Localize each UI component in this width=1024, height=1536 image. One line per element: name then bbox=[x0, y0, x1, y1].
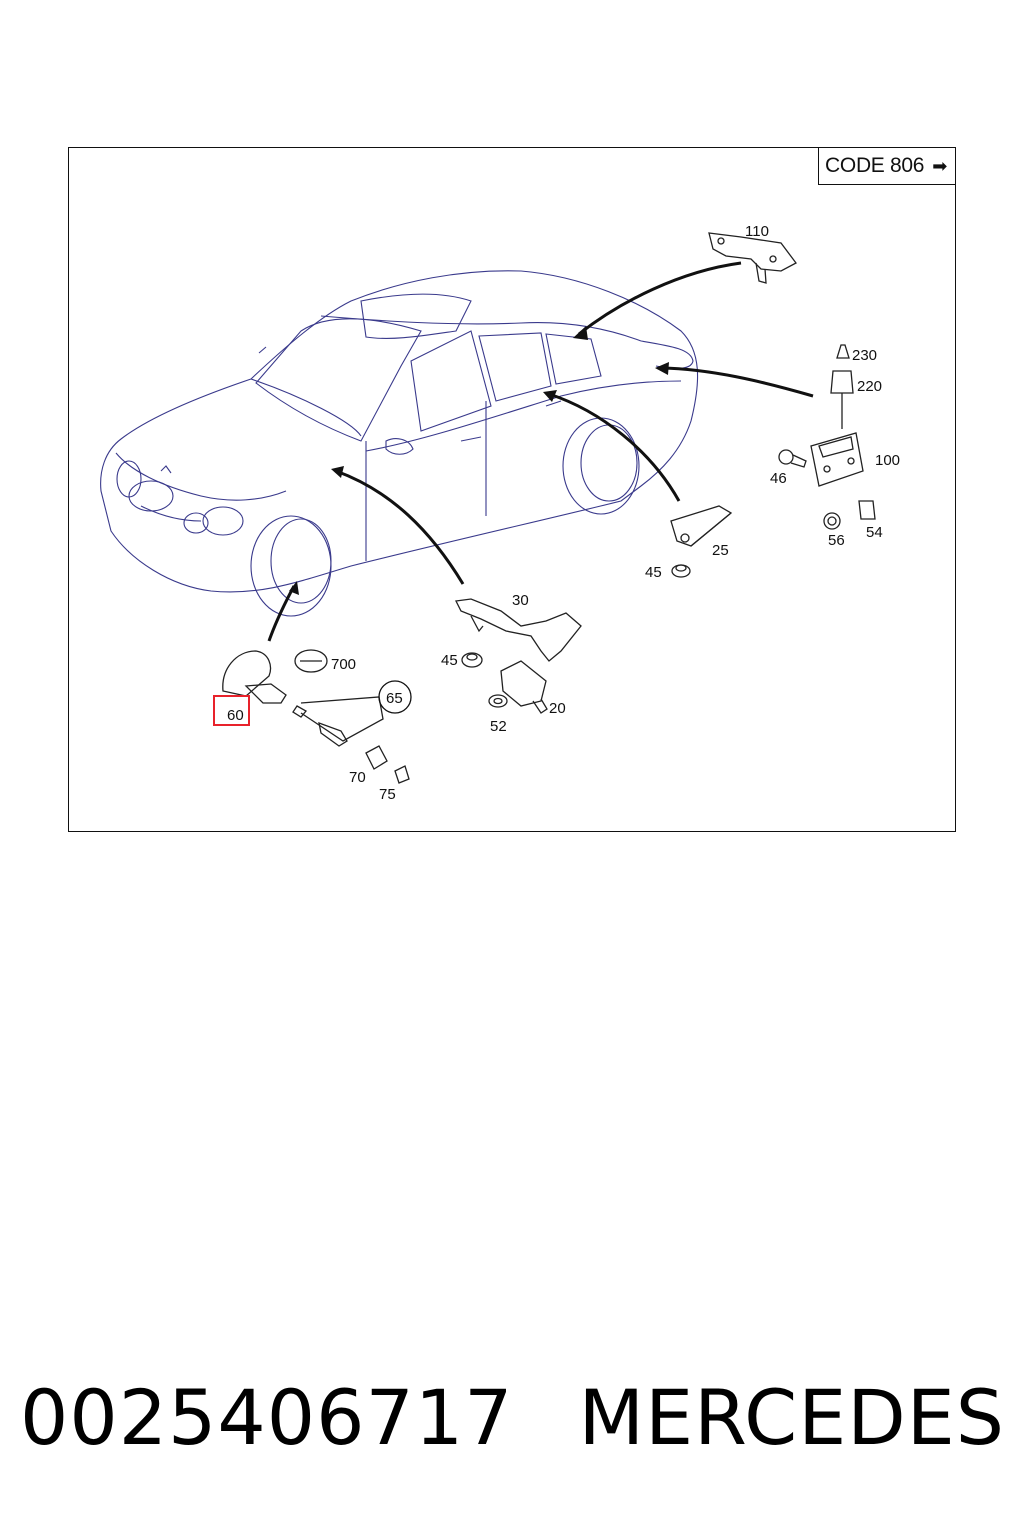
part-45-nut-upper bbox=[671, 564, 691, 578]
part-20-sensor bbox=[500, 660, 548, 714]
label-220: 220 bbox=[857, 378, 882, 395]
part-54-clip bbox=[858, 500, 876, 520]
part-75-cap bbox=[394, 765, 410, 784]
label-20: 20 bbox=[549, 700, 566, 717]
parts-diagram: 110 230 220 100 46 56 54 25 45 30 45 52 … bbox=[100, 223, 900, 803]
part-25-antenna bbox=[670, 505, 733, 547]
label-70: 70 bbox=[349, 769, 366, 786]
code-806-box: CODE 806 ➡ bbox=[818, 148, 955, 185]
label-100: 100 bbox=[875, 452, 900, 469]
label-46: 46 bbox=[770, 470, 787, 487]
label-45-upper: 45 bbox=[645, 564, 662, 581]
part-46-screw bbox=[778, 449, 807, 468]
part-230-fuse bbox=[836, 344, 850, 359]
label-230: 230 bbox=[852, 347, 877, 364]
part-110-bracket bbox=[708, 232, 797, 284]
caption: 0025406717 MERCEDES bbox=[20, 1372, 1005, 1462]
arrow-heads bbox=[289, 326, 669, 595]
part-700-label-disc bbox=[294, 649, 328, 673]
part-60-tire-pressure-sensor bbox=[222, 650, 287, 704]
label-75: 75 bbox=[379, 786, 396, 803]
part-70-cap bbox=[365, 745, 388, 770]
part-220-connector bbox=[830, 370, 854, 429]
part-56-nut bbox=[823, 512, 841, 530]
label-700: 700 bbox=[331, 656, 356, 673]
label-60: 60 bbox=[227, 707, 244, 724]
label-30: 30 bbox=[512, 592, 529, 609]
car-illustration bbox=[100, 270, 699, 617]
part-100-control-unit bbox=[810, 432, 864, 487]
part-number: 0025406717 bbox=[20, 1372, 514, 1462]
label-65: 65 bbox=[386, 690, 403, 707]
part-30-bracket bbox=[455, 598, 582, 662]
label-52: 52 bbox=[490, 718, 507, 735]
highlight-box-60 bbox=[213, 695, 250, 726]
label-110: 110 bbox=[745, 223, 769, 240]
callout-arrows bbox=[267, 261, 814, 642]
part-52-washer bbox=[488, 694, 508, 708]
label-25: 25 bbox=[712, 542, 729, 559]
callout-circle-65 bbox=[378, 680, 412, 714]
brand-name: MERCEDES bbox=[578, 1372, 1005, 1462]
label-45-lower: 45 bbox=[441, 652, 458, 669]
code-label: CODE 806 bbox=[825, 154, 925, 177]
label-54: 54 bbox=[866, 524, 883, 541]
part-65-valve-kit bbox=[292, 696, 384, 747]
right-arrow-icon: ➡ bbox=[932, 155, 947, 176]
label-56: 56 bbox=[828, 532, 845, 549]
parts-diagram-frame: 110 230 220 100 46 56 54 25 45 30 45 52 … bbox=[68, 147, 956, 832]
part-45-nut-lower bbox=[461, 652, 483, 668]
